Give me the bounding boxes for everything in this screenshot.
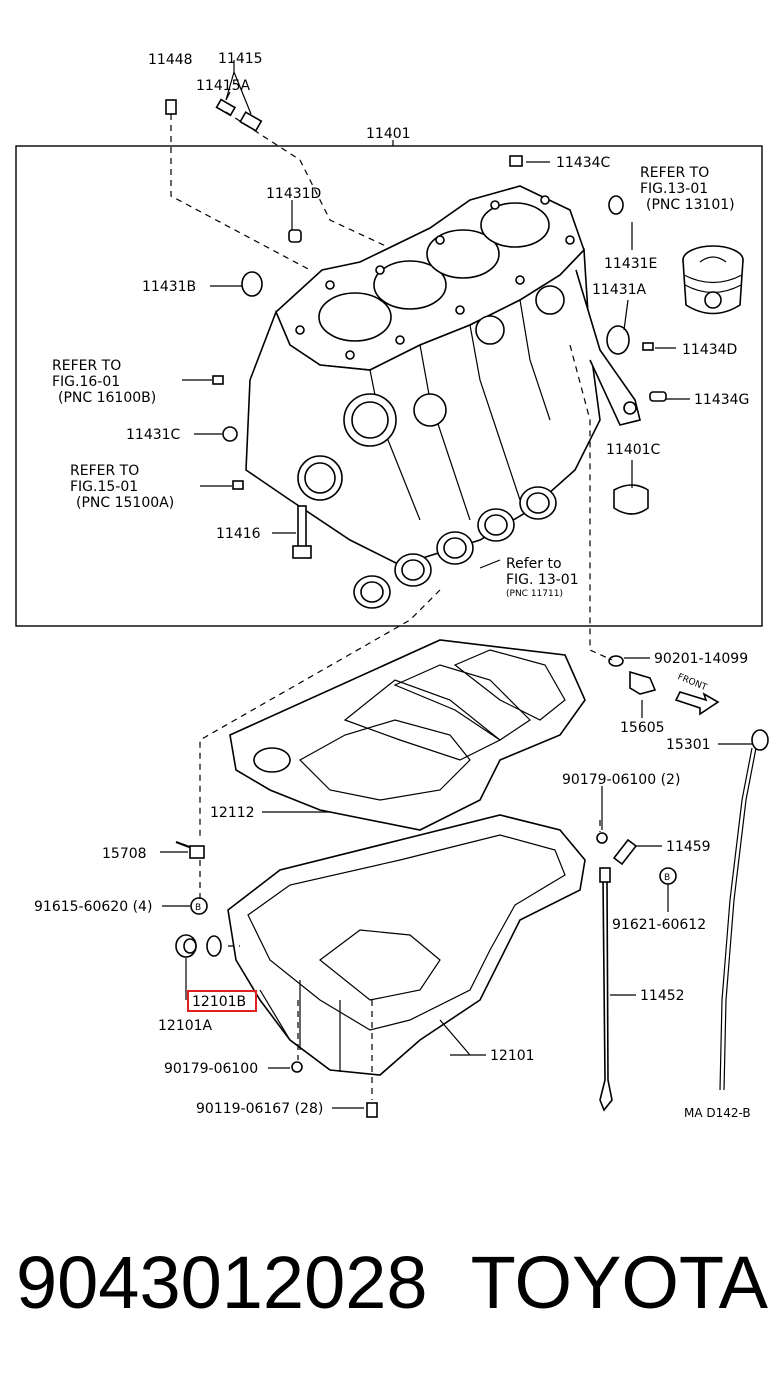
oil-pan-12101 — [227, 814, 586, 1076]
plug-15100a — [232, 480, 244, 490]
label-11401c: 11401C — [606, 442, 661, 458]
plug-11431c — [222, 426, 238, 442]
drain-plug-12101a — [175, 934, 197, 958]
label-ref15-line1: REFER TO — [70, 463, 139, 479]
label-90179-06100-2: 90179-06100 (2) — [562, 772, 680, 788]
label-11434d: 11434D — [682, 342, 737, 358]
crank-bearings — [353, 486, 557, 609]
label-b-left: B — [195, 903, 201, 913]
label-11431a: 11431A — [592, 282, 647, 298]
plug-11431a — [606, 325, 630, 355]
label-ref16-line1: REFER TO — [52, 358, 121, 374]
plug-15605 — [608, 655, 657, 695]
label-12112: 12112 — [210, 805, 255, 821]
label-pnc-11711: (PNC 11711) — [506, 589, 563, 599]
label-12101: 12101 — [490, 1048, 535, 1064]
bolt-90119-06167 — [366, 1102, 378, 1118]
plug-11434d — [642, 342, 654, 351]
label-15301: 15301 — [666, 737, 711, 753]
label-15605: 15605 — [620, 720, 665, 736]
label-11434g: 11434G — [694, 392, 749, 408]
highlight-box-12101b — [187, 990, 257, 1012]
label-ref15-line3: (PNC 15100A) — [76, 495, 174, 511]
label-12101b: 12101B — [192, 994, 246, 1010]
bolt-11416 — [292, 505, 312, 559]
bolt-90179-2 — [596, 832, 608, 844]
label-90201-14099: 90201-14099 — [654, 651, 748, 667]
label-ref15-line2: FIG.15-01 — [70, 479, 138, 495]
label-11459: 11459 — [666, 839, 711, 855]
label-12101a: 12101A — [158, 1018, 213, 1034]
oil-strainer-15708 — [175, 840, 205, 859]
label-front: FRONT — [676, 672, 709, 693]
label-b-right: B — [664, 873, 670, 883]
label-90119-06167: 90119-06167 (28) — [196, 1101, 323, 1117]
part-number: 9043012028 — [16, 1241, 428, 1324]
plug-11448 — [165, 99, 177, 115]
label-91615-60620: 91615-60620 (4) — [34, 899, 152, 915]
dipstick-15301 — [719, 729, 769, 1091]
drain-gasket-12101b — [206, 935, 222, 957]
piston-reference — [682, 245, 744, 315]
marker-b-left — [190, 897, 208, 915]
plug-11434g — [649, 391, 667, 402]
label-90179-06100: 90179-06100 — [164, 1061, 258, 1077]
label-ref16-line3: (PNC 16100B) — [58, 390, 156, 406]
engine-block-frame — [15, 145, 763, 627]
label-11431c: 11431C — [126, 427, 181, 443]
label-11431d: 11431D — [266, 186, 321, 202]
label-11448: 11448 — [148, 52, 193, 68]
plug-11431d — [288, 229, 302, 243]
label-ref13-line3: (PNC 13101) — [646, 197, 735, 213]
plug-11415 — [215, 98, 263, 132]
label-11415: 11415 — [218, 51, 263, 67]
bearing-11401c — [613, 484, 649, 515]
dipstick-guide-11452 — [599, 867, 613, 1112]
front-arrow — [674, 691, 720, 716]
label-ref13-line1: REFER TO — [640, 165, 709, 181]
label-ref13-line2: FIG.13-01 — [640, 181, 708, 197]
brand-name: TOYOTA — [470, 1241, 768, 1324]
exploded-parts-diagram: 11448 11415 11415A 11401 11434C REFER TO… — [15, 51, 769, 1120]
bracket-11459 — [612, 838, 638, 866]
bolt-90179-06100 — [291, 1061, 303, 1073]
label-refer-to: Refer to — [506, 556, 562, 572]
label-11416: 11416 — [216, 526, 261, 542]
gasket-12112 — [229, 639, 586, 831]
plug-11434c-top — [509, 155, 523, 167]
plug-11431e — [608, 195, 624, 215]
label-11431b: 11431B — [142, 279, 196, 295]
label-11431e: 11431E — [604, 256, 657, 272]
label-15708: 15708 — [102, 846, 147, 862]
label-11415a: 11415A — [196, 78, 251, 94]
cylinder-block — [245, 185, 641, 566]
plug-11431b — [241, 271, 263, 297]
plug-16100b — [212, 375, 224, 385]
label-11434c-top: 11434C — [556, 155, 611, 171]
label-ref16-line2: FIG.16-01 — [52, 374, 120, 390]
label-11452: 11452 — [640, 988, 685, 1004]
label-mad142b: MA D142-B — [684, 1106, 751, 1120]
label-fig-13-01: FIG. 13-01 — [506, 572, 579, 588]
label-11401: 11401 — [366, 126, 411, 142]
label-91621-60612: 91621-60612 — [612, 917, 706, 933]
